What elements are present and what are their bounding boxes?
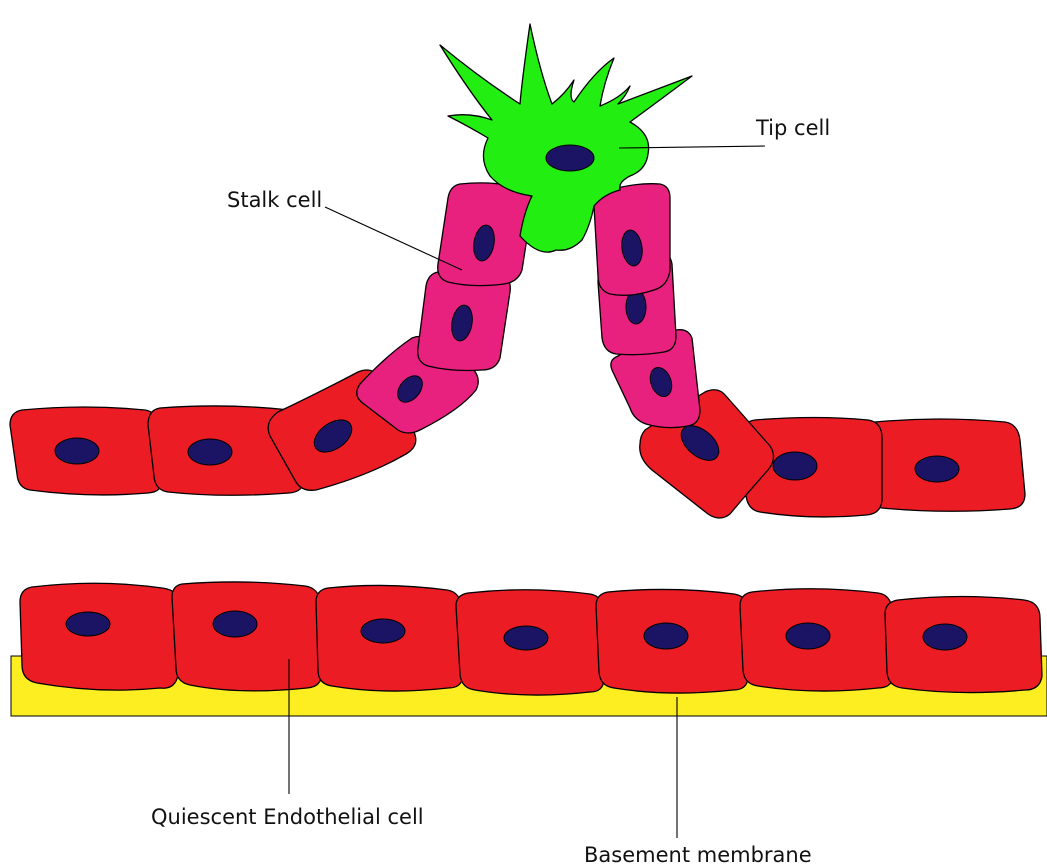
nucleus	[923, 624, 967, 650]
nucleus	[504, 626, 548, 650]
stalk-cells-right	[594, 184, 700, 428]
quiescent-endothelial-cell	[456, 590, 604, 695]
sprouting-vessel-left	[10, 370, 416, 495]
nucleus	[773, 452, 817, 480]
quiescent-endothelial-cell	[885, 597, 1042, 693]
nucleus	[915, 456, 959, 482]
nucleus	[66, 612, 110, 636]
stalk-cell	[594, 184, 670, 296]
endothelial-cell	[865, 419, 1025, 511]
quiescent-endothelial-cell	[172, 582, 322, 691]
quiescent-endothelial-cell	[316, 585, 463, 691]
stalk-cells-left	[357, 183, 533, 433]
stalk-cell	[438, 183, 533, 286]
basement-membrane-label: Basement membrane	[584, 843, 812, 867]
tip-cell-label: Tip cell	[755, 116, 830, 140]
nucleus	[55, 438, 99, 464]
quiescent-cell-row	[20, 582, 1042, 695]
quiescent-endothelial-cell	[740, 589, 893, 691]
quiescent-endothelial-cell	[20, 583, 180, 690]
nucleus	[546, 145, 594, 171]
quiescent-endothelial-cell	[596, 589, 748, 693]
nucleus	[644, 623, 688, 649]
quiescent-endothelial-cell-label: Quiescent Endothelial cell	[151, 805, 424, 829]
nucleus	[213, 611, 257, 637]
endothelial-cell	[10, 407, 163, 495]
nucleus	[188, 439, 232, 465]
nucleus	[786, 623, 830, 649]
stalk-cell-label: Stalk cell	[227, 188, 322, 212]
nucleus	[361, 619, 405, 643]
